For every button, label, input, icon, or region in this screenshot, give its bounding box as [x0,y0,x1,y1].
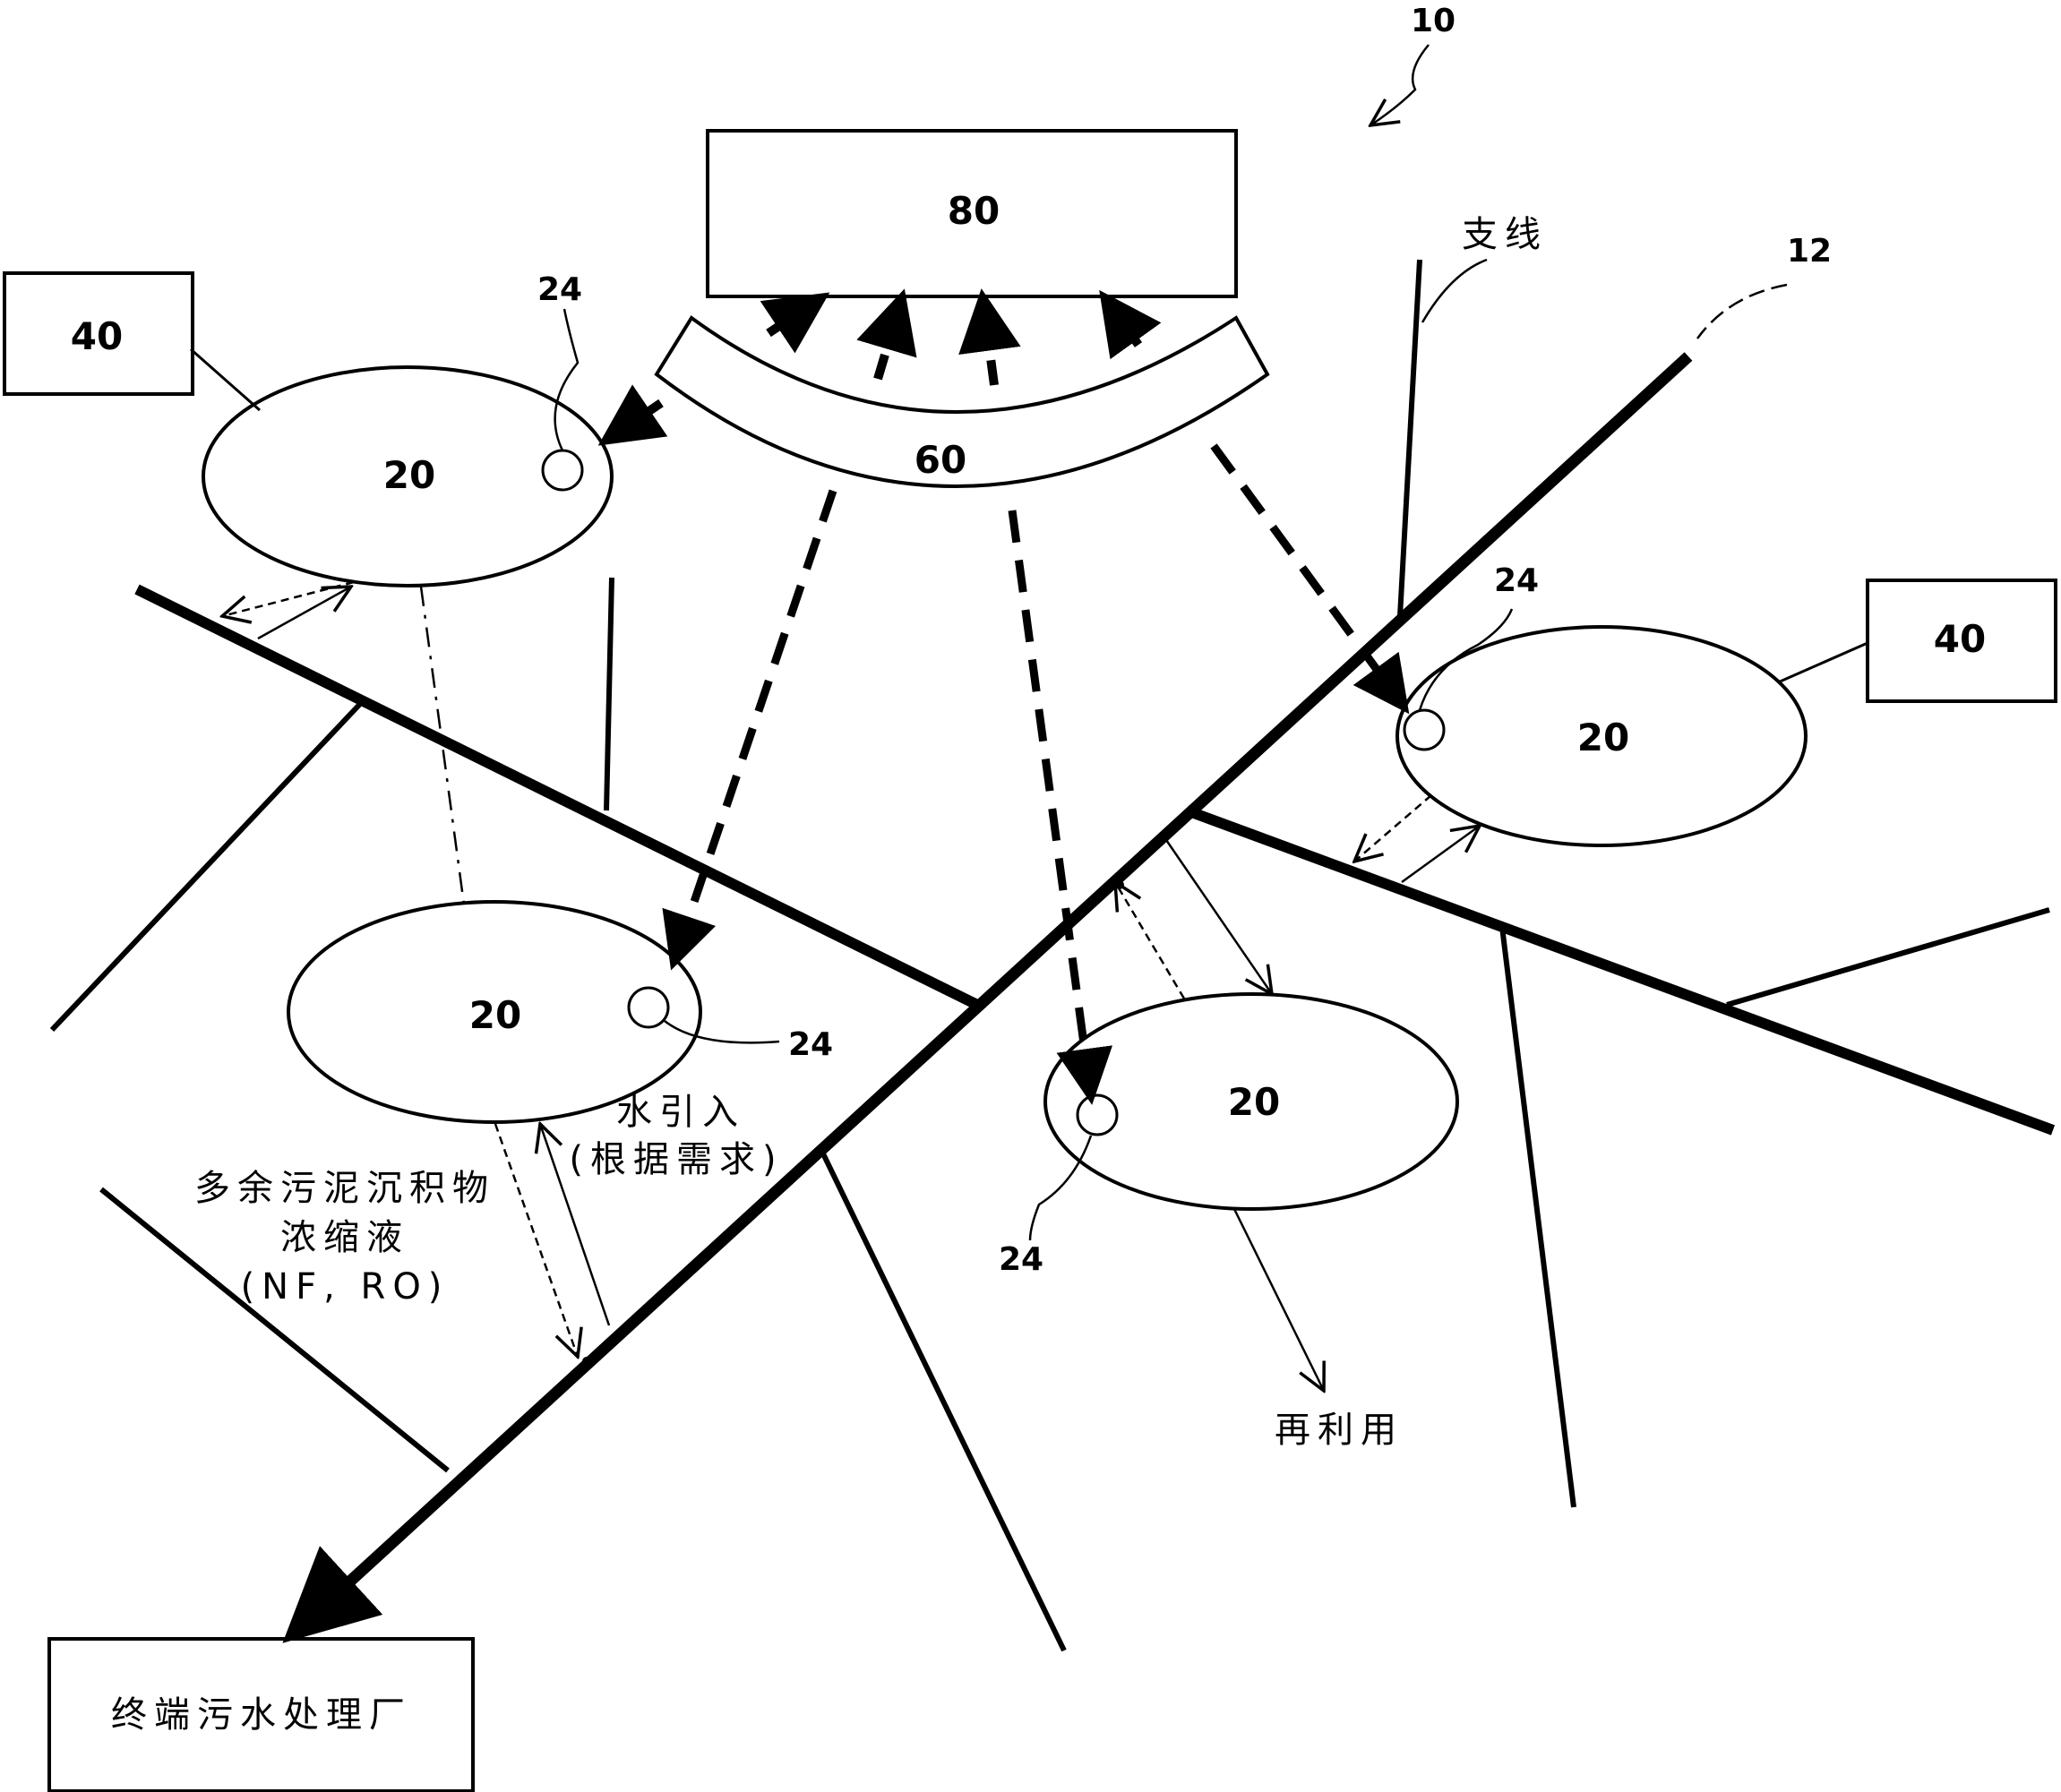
facility-mid-left: 20 24 [287,900,833,1124]
facility-lower-right: 20 24 [999,992,1459,1278]
local-unit-ref: 40 [71,314,123,358]
facility-top-left: 20 24 [202,271,614,587]
branch-line [817,1145,1067,1652]
local-unit-ref: 40 [1934,617,1986,661]
sensor-icon [541,449,584,492]
branch-line [1397,259,1422,617]
svg-text:(根据需求): (根据需求) [569,1139,783,1180]
trunk-left [134,584,982,1011]
sensor-icon [1076,1093,1119,1136]
reuse-label: 再利用 [1275,1410,1404,1451]
svg-text:多余污泥沉积物: 多余污泥沉积物 [194,1168,495,1209]
facility-ref: 20 [469,993,521,1037]
svg-text:水引入: 水引入 [616,1092,745,1133]
terminal-plant-box: 终端污水处理厂 [47,1637,475,1792]
branch-line [99,1187,450,1473]
main-trunk-line [282,352,1693,1643]
local-unit-right: 40 [1777,579,2057,703]
communication-network: 60 [654,315,1270,488]
branch-line [1499,926,1576,1508]
trunk-right [1184,805,2056,1136]
facility-ref: 20 [383,453,435,497]
local-unit-left: 40 [3,271,261,412]
svg-text:12: 12 [1787,233,1832,270]
svg-text:浓缩液: 浓缩液 [280,1217,409,1258]
sensor-icon [627,986,670,1029]
facility-ref: 20 [1228,1080,1280,1124]
sensor-ref: 24 [999,1241,1043,1278]
branch-line [1726,907,2050,1007]
svg-text:(NF, RO): (NF, RO) [241,1266,450,1308]
branch-line [604,577,614,811]
comm-ref: 60 [915,438,966,482]
figure-ref: 10 [1370,3,1456,125]
sludge-label: 多余污泥沉积物 浓缩液 (NF, RO) [194,1168,495,1308]
sensor-ref: 24 [788,1026,833,1063]
downlink-arrows [597,384,1410,1105]
facility-right: 20 24 [1395,562,1808,847]
svg-text:支线: 支线 [1462,214,1548,255]
sensor-ref: 24 [1494,562,1539,599]
controller-box: 80 [706,129,1238,298]
svg-text:10: 10 [1411,3,1456,39]
svg-text:终端污水处理厂: 终端污水处理厂 [111,1694,412,1736]
uplink-arrows [760,288,1162,386]
water-intake-label: 水引入 (根据需求) [569,1092,783,1180]
flow-arrows [222,580,1480,1391]
controller-ref: 80 [948,189,1000,233]
branch-line [49,700,364,1033]
sensor-icon [1403,708,1446,751]
sensor-ref: 24 [537,271,582,308]
facility-link [419,586,466,905]
facility-ref: 20 [1577,716,1629,759]
network-ref: 12 [1696,233,1832,339]
sewer-network [49,259,2056,1652]
branch-label: 支线 [1421,214,1548,323]
